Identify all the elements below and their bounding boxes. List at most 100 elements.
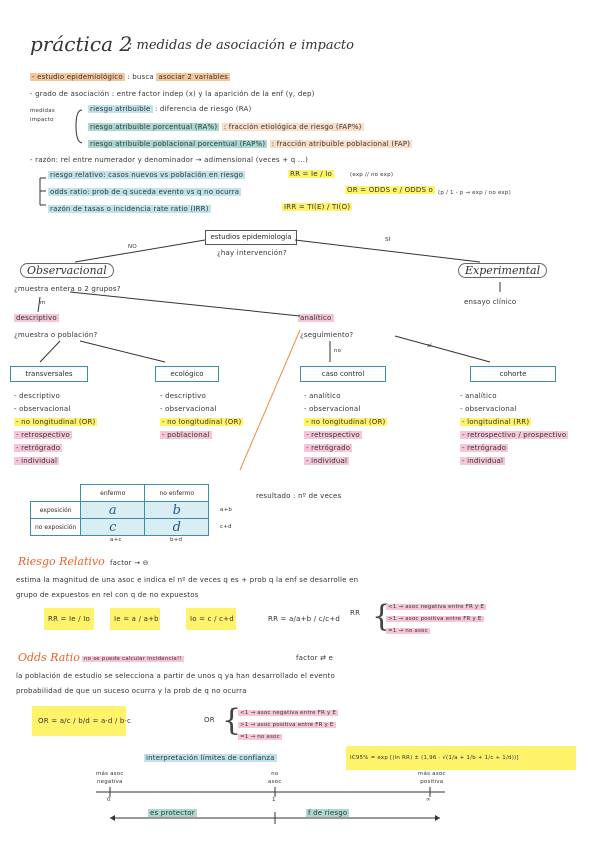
irr-text: razón de tasas o incidencia rate ratio (… — [48, 205, 211, 213]
q-seguimiento: ¿seguimiento? — [300, 331, 354, 339]
rr-f3-box — [186, 608, 236, 630]
arrow-si — [294, 239, 481, 263]
arrow-transversal — [39, 340, 61, 363]
rr-f2: Ie = a / a+b — [114, 615, 159, 623]
transversal-box: transversales — [10, 366, 88, 382]
impacto-item-1-rest: : diferencia de riesgo (RA) — [154, 105, 252, 113]
intro-estudio: - estudio epidemiológico — [30, 73, 125, 81]
rr-interp-list: <1 → asoc negativa entre FR y E >1 → aso… — [386, 604, 487, 634]
experimental-label: Experimental — [458, 263, 548, 278]
cohorte-box: cohorte — [470, 366, 556, 382]
intro-busca: : busca — [127, 73, 154, 81]
rr-f4: RR = a/a+b / c/c+d — [268, 615, 341, 623]
or-formula: OR = ODDS e / ODDS o — [345, 186, 436, 194]
rr-f1: RR = Ie / Io — [48, 615, 90, 623]
impacto-item-1: riesgo atribuible : diferencia de riesgo… — [88, 105, 251, 113]
rr-formula: RR = Ie / Io — [288, 170, 334, 178]
or-desc1: la población de estudio se selecciona a … — [16, 672, 335, 680]
ecologico-box: ecológico — [155, 366, 219, 382]
or-interp-label: OR — [204, 716, 215, 724]
flow-m: m — [40, 300, 46, 306]
or-section-title: Odds Ratio — [18, 651, 80, 664]
caso-list: - analítico - observacional - no longitu… — [304, 392, 388, 465]
irr-formula: IRR = TI(E) / TI(O) — [282, 203, 353, 211]
col-sum-1: a+c — [110, 537, 122, 543]
impacto-item-2-hl: riesgo atribuible porcentual (RA%) — [88, 123, 220, 131]
impacto-item-2-rest: : fracción etiológica de riesgo (FAP%) — [221, 123, 364, 131]
or-interp-list: <1 → asoc negativa entre FR y E >1 → aso… — [238, 710, 339, 740]
table-row: exposición a b — [29, 501, 210, 519]
flow-no: NO — [128, 244, 137, 250]
table-row: no exposición c d — [29, 518, 210, 536]
cohorte-list: - analítico - observacional - longitudin… — [460, 392, 569, 465]
resultado: resultado : nº de veces — [256, 492, 342, 500]
orange-divider — [239, 329, 301, 471]
rr-note: (exp // no exp) — [350, 172, 394, 178]
or-note: (p / 1 - p → exp / no exp) — [438, 190, 511, 196]
or-note-line: no se puede calcular incidencia!! — [82, 656, 184, 662]
scale-left-val: 0 — [107, 797, 111, 803]
flow-root-box: estudios epidemiología — [205, 230, 297, 245]
rr-factor: factor → ⊖ — [110, 559, 149, 567]
razones-bracket — [39, 177, 46, 206]
q-grupos: ¿muestra entera o 2 grupos? — [14, 285, 121, 293]
descriptivo-label: descriptivo — [14, 314, 59, 322]
row-sum-2: c+d — [220, 524, 232, 530]
row-sum-1: a+b — [220, 507, 233, 513]
or-interpretacion: interpretación límites de confianza — [144, 754, 277, 762]
arrow-m — [37, 296, 41, 313]
arrow-cohorte — [394, 335, 491, 363]
rr-interp-label: RR — [350, 609, 361, 617]
or-desc2: probabilidad de que un suceso ocurra y l… — [16, 687, 247, 695]
rr-f2-box — [110, 608, 160, 630]
col-sum-2: b+d — [170, 537, 183, 543]
or-formula-box — [32, 706, 126, 736]
scale-right-label: más asoc positiva — [418, 771, 446, 785]
table-2x2: enfermo no enfermo exposición a b no exp… — [29, 484, 210, 536]
impacto-item-3-hl: riesgo atribuible poblacional porcentual… — [88, 140, 268, 148]
or-factor: factor ⇄ e — [296, 654, 334, 662]
arrow-ecologico — [79, 340, 166, 363]
scale-left-label: más asoc negativa — [96, 771, 124, 785]
ensayo-label: ensayo clínico — [464, 298, 517, 306]
rr-line: riesgo relativo: casos nuevos vs poblaci… — [48, 171, 246, 179]
razon-line: - razón: rel entre numerador y denominad… — [30, 156, 309, 164]
impacto-item-2: riesgo atribuible porcentual (RA%) : fra… — [88, 123, 364, 131]
rr-desc2: grupo de expuestos en rel con q de no ex… — [16, 591, 199, 599]
impacto-bracket — [75, 109, 83, 144]
rr-section-title: Riesgo Relativo — [18, 555, 105, 568]
scale-mid-val: 1 — [272, 797, 276, 803]
or-brace: { — [222, 703, 242, 738]
irr-line: razón de tasas o incidencia rate ratio (… — [48, 205, 211, 213]
scale-protector: es protector — [148, 809, 197, 817]
flow-question: ¿hay intervención? — [217, 249, 287, 257]
rr-f3: Io = c / c+d — [190, 615, 234, 623]
arrow-analitico — [69, 291, 301, 317]
scale-right-val: ∞ — [426, 797, 431, 803]
or-text: odds ratio: prob de q suceda evento vs q… — [48, 188, 242, 196]
range-arrow-left — [110, 815, 115, 821]
scale-mid-label: no asoc — [268, 771, 282, 785]
flow-root-label: estudios epidemiología — [210, 233, 292, 241]
scale-riesgo: f de riesgo — [306, 809, 350, 817]
impacto-item-1-hl: riesgo atribuible — [88, 105, 153, 113]
range-arrow-right — [435, 815, 440, 821]
flow-no2: no — [334, 348, 342, 354]
or-line: odds ratio: prob de q suceda evento vs q… — [48, 188, 242, 196]
page-title: práctica 2 — [30, 32, 133, 56]
ecologico-list: - descriptivo - observacional - no longi… — [160, 392, 244, 439]
analitico-label: analítico — [298, 314, 334, 322]
medidas-impacto-label: medidas impacto — [30, 108, 55, 123]
ic-box — [346, 746, 576, 770]
observacional-label: Observacional — [20, 263, 114, 278]
arrow-no — [74, 239, 206, 263]
rr-text: riesgo relativo: casos nuevos vs poblaci… — [48, 171, 246, 179]
transversal-list: - descriptivo - observacional - no longi… — [14, 392, 98, 465]
intro-asociar: asociar 2 variables — [156, 73, 231, 81]
flow-si2: sí — [427, 343, 432, 349]
or-formula-main: OR = a/c / b/d = a·d / b·c — [38, 717, 132, 725]
impacto-item-3-rest: : fracción atribuible poblacional (FAP) — [269, 140, 413, 148]
rr-desc1: estima la magnitud de una asoc e indica … — [16, 576, 359, 584]
